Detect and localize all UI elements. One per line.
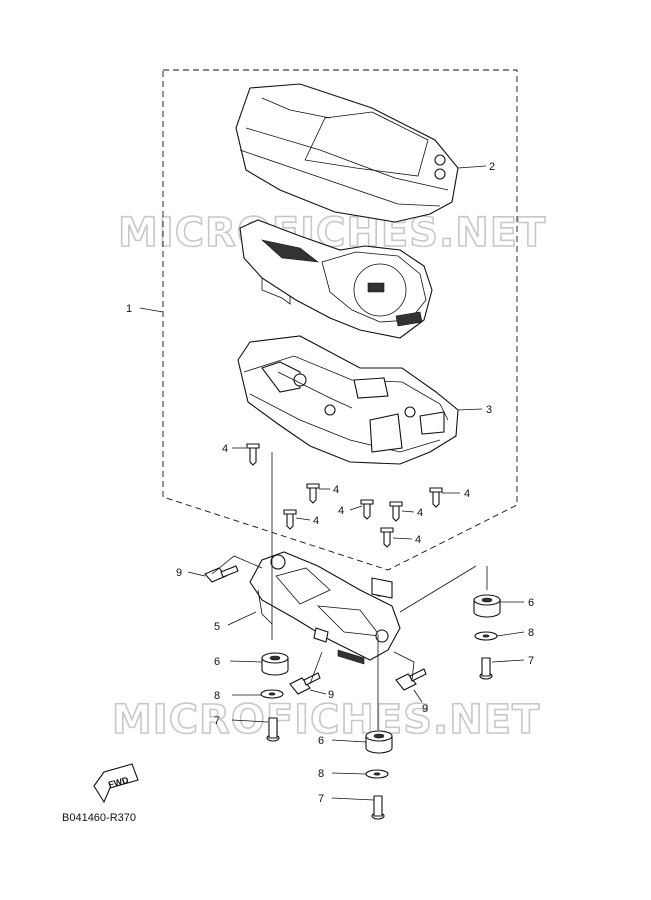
- screw-7-bottom[interactable]: [371, 795, 385, 820]
- bolt-9-left[interactable]: [204, 565, 239, 583]
- screw-4-f[interactable]: [429, 487, 443, 508]
- screw-4-c[interactable]: [283, 509, 297, 530]
- leader-lines: [139, 165, 525, 801]
- bolt-9-right[interactable]: [395, 668, 427, 691]
- meter-case-part[interactable]: [237, 335, 459, 465]
- callout-7: 7: [318, 793, 324, 805]
- callout-3: 3: [486, 404, 492, 416]
- callout-4: 4: [417, 507, 423, 519]
- callout-4: 4: [338, 505, 344, 517]
- fwd-arrow-icon: FWD: [93, 763, 139, 804]
- screw-7-right[interactable]: [479, 657, 493, 680]
- damper-6-right[interactable]: [473, 594, 501, 618]
- callout-4: 4: [415, 534, 421, 546]
- callout-8: 8: [214, 690, 220, 702]
- damper-6-left[interactable]: [261, 652, 289, 676]
- callout-4: 4: [333, 484, 339, 496]
- screw-4-g[interactable]: [380, 527, 394, 548]
- callout-9: 9: [328, 689, 334, 701]
- washer-8-left[interactable]: [260, 689, 284, 699]
- assembly-centerlines: [211, 452, 488, 730]
- callout-7: 7: [214, 715, 220, 727]
- callout-7: 7: [528, 655, 534, 667]
- watermark-bottom: MICROFICHES.NET: [112, 697, 540, 743]
- callout-9: 9: [176, 567, 182, 579]
- callout-8: 8: [528, 627, 534, 639]
- meter-panel-part[interactable]: [239, 219, 433, 339]
- callout-2: 2: [489, 161, 495, 173]
- callout-4: 4: [222, 443, 228, 455]
- callout-labels: 1 2 3 4 4 4 4 4 4 4 5 6 6 6 7 7 7 8 8 8 …: [126, 161, 534, 805]
- callout-5: 5: [214, 621, 220, 633]
- screw-4-d[interactable]: [360, 499, 374, 520]
- damper-6-bottom[interactable]: [365, 730, 393, 754]
- meter-cover-part[interactable]: [235, 83, 459, 223]
- screw-4-e[interactable]: [389, 501, 403, 522]
- bolt-9-middle[interactable]: [289, 672, 321, 695]
- washer-8-right[interactable]: [474, 631, 498, 641]
- diagram-code: B041460-R370: [62, 812, 137, 824]
- callout-4: 4: [313, 515, 319, 527]
- assembly-boundary: [162, 69, 518, 571]
- callout-9: 9: [422, 703, 428, 715]
- callout-6: 6: [318, 735, 324, 747]
- callout-6: 6: [528, 597, 534, 609]
- screw-4-a[interactable]: [246, 443, 260, 466]
- callout-4: 4: [464, 488, 470, 500]
- screw-4-b[interactable]: [306, 483, 320, 504]
- callout-6: 6: [214, 656, 220, 668]
- callout-8: 8: [318, 768, 324, 780]
- callout-1: 1: [126, 303, 132, 315]
- meter-bracket-part[interactable]: [249, 551, 401, 665]
- screw-7-left[interactable]: [266, 717, 280, 742]
- washer-8-bottom[interactable]: [365, 769, 389, 779]
